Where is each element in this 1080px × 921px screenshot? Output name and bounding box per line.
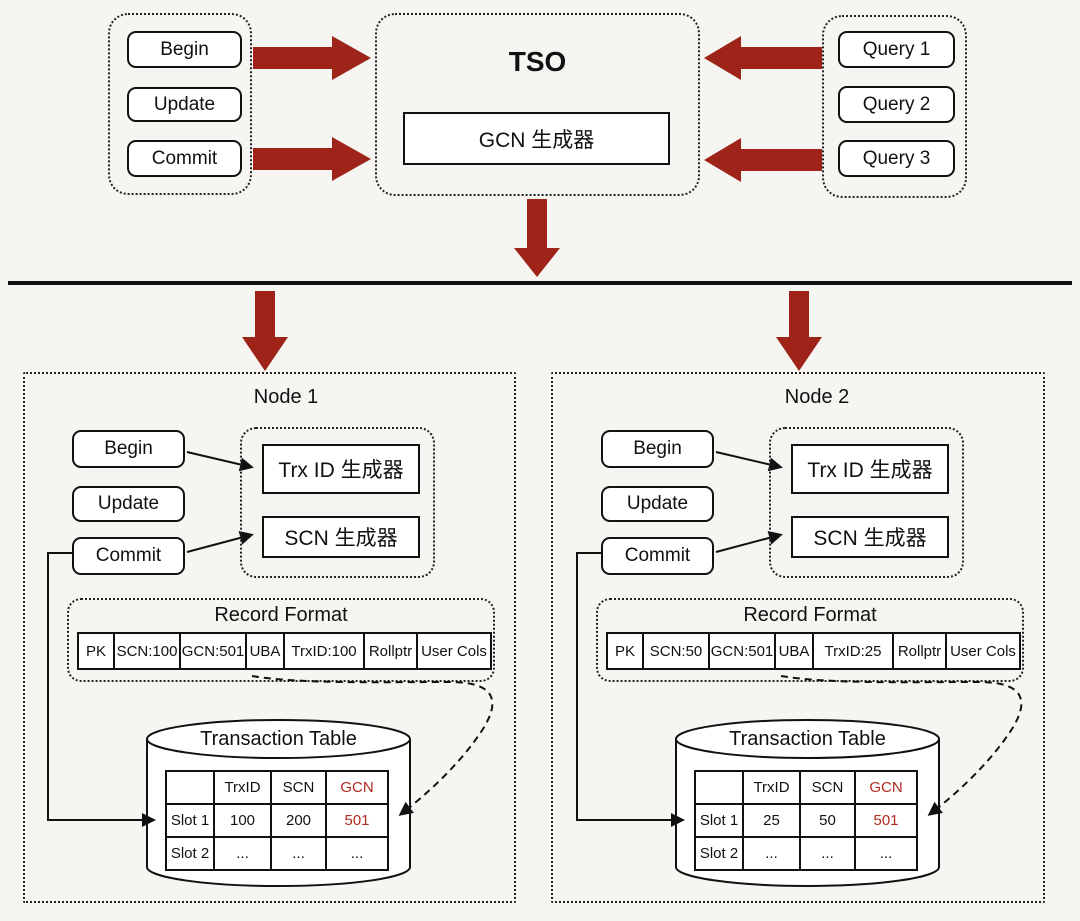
client-operations-group [108, 13, 252, 195]
txn-header-empty [694, 770, 744, 805]
query1-box: Query 1 [838, 31, 955, 68]
txn-header-empty [165, 770, 215, 805]
node2-record-row: PK SCN:50 GCN:501 UBA TrxID:25 Rollptr U… [606, 632, 1021, 670]
txn-cell: Slot 1 [165, 803, 215, 838]
divider-line [8, 281, 1072, 285]
txn-header-gcn: GCN [854, 770, 918, 805]
gcn-generator-box: GCN 生成器 [403, 112, 670, 165]
arrow-down-to-node1-icon [242, 291, 288, 371]
table-row-slot2: Slot 2 ... ... ... [165, 836, 389, 871]
record-field-uba: UBA [245, 632, 285, 670]
record-field-gcn: GCN:501 [708, 632, 776, 670]
table-row-slot2: Slot 2 ... ... ... [694, 836, 918, 871]
record-field-rollptr: Rollptr [892, 632, 947, 670]
arrow-right-commit-to-tso-icon [253, 137, 371, 181]
txn-cell-gcn: 501 [325, 803, 389, 838]
record-field-gcn: GCN:501 [179, 632, 247, 670]
node2-record-format-title: Record Format [743, 603, 877, 626]
commit-box: Commit [127, 140, 242, 177]
node2-transaction-table: TrxID SCN GCN Slot 1 25 50 501 Slot 2 ..… [694, 770, 918, 871]
txn-cell-gcn: 501 [854, 803, 918, 838]
arrow-left-query1-to-tso-icon [704, 36, 822, 80]
node1-update-box: Update [72, 486, 185, 522]
record-field-usercols: User Cols [416, 632, 492, 670]
record-field-uba: UBA [774, 632, 814, 670]
txn-cell: ... [270, 836, 327, 871]
txn-cell: 50 [799, 803, 856, 838]
node1-trxid-generator-box: Trx ID 生成器 [262, 444, 420, 494]
node1-transaction-table: TrxID SCN GCN Slot 1 100 200 501 Slot 2 … [165, 770, 389, 871]
txn-cell: ... [742, 836, 801, 871]
record-field-scn: SCN:100 [113, 632, 181, 670]
record-field-pk: PK [606, 632, 644, 670]
query-group [822, 15, 967, 198]
txn-header-scn: SCN [270, 770, 327, 805]
node1-scn-generator-box: SCN 生成器 [262, 516, 420, 558]
node2-box [551, 372, 1045, 903]
node2-begin-box: Begin [601, 430, 714, 468]
record-field-rollptr: Rollptr [363, 632, 418, 670]
node1-begin-box: Begin [72, 430, 185, 468]
node2-commit-box: Commit [601, 537, 714, 575]
record-field-trxid: TrxID:25 [812, 632, 894, 670]
node2-title: Node 2 [784, 385, 850, 408]
node2-trxid-generator-box: Trx ID 生成器 [791, 444, 949, 494]
txn-cell: ... [325, 836, 389, 871]
txn-header-trxid: TrxID [742, 770, 801, 805]
table-row-slot1: Slot 1 25 50 501 [694, 803, 918, 838]
query2-box: Query 2 [838, 86, 955, 123]
node1-transaction-table-title: Transaction Table [200, 727, 357, 750]
node1-record-row: PK SCN:100 GCN:501 UBA TrxID:100 Rollptr… [77, 632, 492, 670]
txn-header-gcn: GCN [325, 770, 389, 805]
node1-title: Node 1 [253, 385, 319, 408]
record-field-usercols: User Cols [945, 632, 1021, 670]
arrow-right-begin-to-tso-icon [253, 36, 371, 80]
node2-transaction-table-title: Transaction Table [729, 727, 886, 750]
record-field-pk: PK [77, 632, 115, 670]
table-header-row: TrxID SCN GCN [165, 770, 389, 805]
tso-title: TSO [508, 46, 567, 77]
node2-scn-generator-box: SCN 生成器 [791, 516, 949, 558]
record-field-trxid: TrxID:100 [283, 632, 365, 670]
record-field-scn: SCN:50 [642, 632, 710, 670]
update-box: Update [127, 87, 242, 122]
table-row-slot1: Slot 1 100 200 501 [165, 803, 389, 838]
txn-cell: 100 [213, 803, 272, 838]
txn-cell: 25 [742, 803, 801, 838]
txn-cell: ... [213, 836, 272, 871]
table-header-row: TrxID SCN GCN [694, 770, 918, 805]
node2-update-box: Update [601, 486, 714, 522]
txn-cell: Slot 2 [165, 836, 215, 871]
node1-commit-box: Commit [72, 537, 185, 575]
arrow-down-to-node2-icon [776, 291, 822, 371]
begin-box: Begin [127, 31, 242, 68]
node1-generators-group [240, 427, 435, 578]
arrow-left-query3-to-tso-icon [704, 138, 822, 182]
query3-box: Query 3 [838, 140, 955, 177]
txn-cell: ... [799, 836, 856, 871]
node2-generators-group [769, 427, 964, 578]
txn-cell: ... [854, 836, 918, 871]
node1-box [23, 372, 516, 903]
tso-group [375, 13, 700, 196]
txn-header-scn: SCN [799, 770, 856, 805]
txn-cell: 200 [270, 803, 327, 838]
txn-cell: Slot 2 [694, 836, 744, 871]
txn-header-trxid: TrxID [213, 770, 272, 805]
txn-cell: Slot 1 [694, 803, 744, 838]
node1-record-format-title: Record Format [214, 603, 348, 626]
arrow-down-tso-icon [514, 199, 560, 277]
